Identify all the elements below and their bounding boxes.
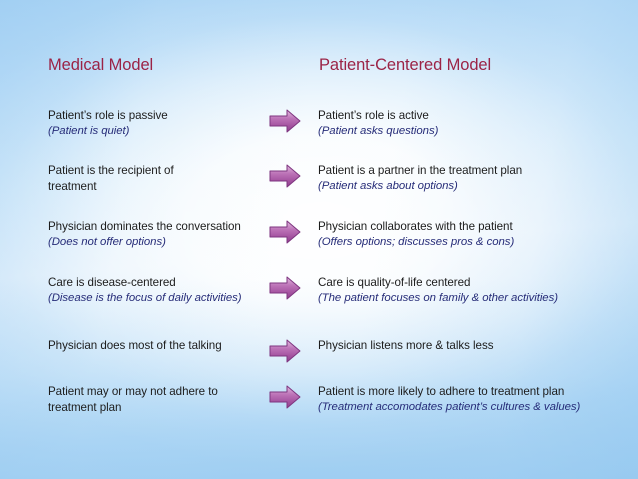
- right-arrow-icon: [268, 338, 302, 364]
- row-left-cell: Care is disease-centered (Disease is the…: [48, 275, 284, 306]
- right-main-text: Physician listens more & talks less: [318, 339, 494, 352]
- right-sub-text: (Patient asks questions): [318, 124, 439, 137]
- row-right-cell: Patient is a partner in the treatment pl…: [318, 163, 630, 194]
- right-arrow-icon: [268, 275, 302, 301]
- left-main-text: Physician does most of the talking: [48, 339, 222, 352]
- right-sub-text: (Offers options; discusses pros & cons): [318, 235, 515, 248]
- right-main-text: Physician collaborates with the patient: [318, 220, 513, 233]
- row-left-cell: Patient may or may not adhere to treatme…: [48, 384, 270, 415]
- row-arrow-cell: [268, 163, 310, 189]
- right-arrow-icon: [268, 163, 302, 189]
- row-arrow-cell: [268, 108, 310, 134]
- right-sub-text: (The patient focuses on family & other a…: [318, 291, 558, 304]
- row-arrow-cell: [268, 219, 310, 245]
- heading-medical-model: Medical Model: [48, 56, 154, 74]
- left-main-text-2: treatment plan: [48, 400, 122, 414]
- row-left-cell: Patient is the recipient of treatment: [48, 163, 270, 194]
- row-arrow-cell: [268, 275, 310, 301]
- right-arrow-icon: [268, 219, 302, 245]
- row-arrow-cell: [268, 338, 310, 364]
- row-left-cell: Physician dominates the conversation (Do…: [48, 219, 284, 250]
- left-sub-text: (Disease is the focus of daily activitie…: [48, 291, 242, 304]
- left-main-text: Physician dominates the conversation: [48, 220, 241, 233]
- left-sub-text: (Does not offer options): [48, 235, 166, 248]
- left-main-text: Care is disease-centered: [48, 276, 176, 289]
- row-right-cell: Patient’s role is active (Patient asks q…: [318, 108, 630, 139]
- left-main-text: Patient is the recipient of: [48, 164, 174, 177]
- right-main-text: Care is quality-of-life centered: [318, 276, 471, 289]
- right-main-text: Patient’s role is active: [318, 109, 429, 122]
- row-right-cell: Physician collaborates with the patient …: [318, 219, 630, 250]
- left-main-text-2: treatment: [48, 179, 97, 193]
- right-main-text: Patient is more likely to adhere to trea…: [318, 385, 565, 398]
- row-left-cell: Physician does most of the talking: [48, 338, 284, 354]
- right-arrow-icon: [268, 384, 302, 410]
- row-right-cell: Patient is more likely to adhere to trea…: [318, 384, 630, 415]
- right-sub-text: (Treatment accomodates patient’s culture…: [318, 400, 581, 413]
- left-main-text: Patient may or may not adhere to: [48, 385, 218, 398]
- row-right-cell: Care is quality-of-life centered (The pa…: [318, 275, 630, 306]
- row-arrow-cell: [268, 384, 310, 410]
- left-main-text: Patient’s role is passive: [48, 109, 168, 122]
- row-left-cell: Patient’s role is passive (Patient is qu…: [48, 108, 270, 139]
- heading-patient-centered-model: Patient-Centered Model: [319, 56, 492, 74]
- left-sub-text: (Patient is quiet): [48, 124, 130, 137]
- right-arrow-icon: [268, 108, 302, 134]
- row-right-cell: Physician listens more & talks less: [318, 338, 630, 354]
- right-sub-text: (Patient asks about options): [318, 179, 458, 192]
- right-main-text: Patient is a partner in the treatment pl…: [318, 164, 523, 177]
